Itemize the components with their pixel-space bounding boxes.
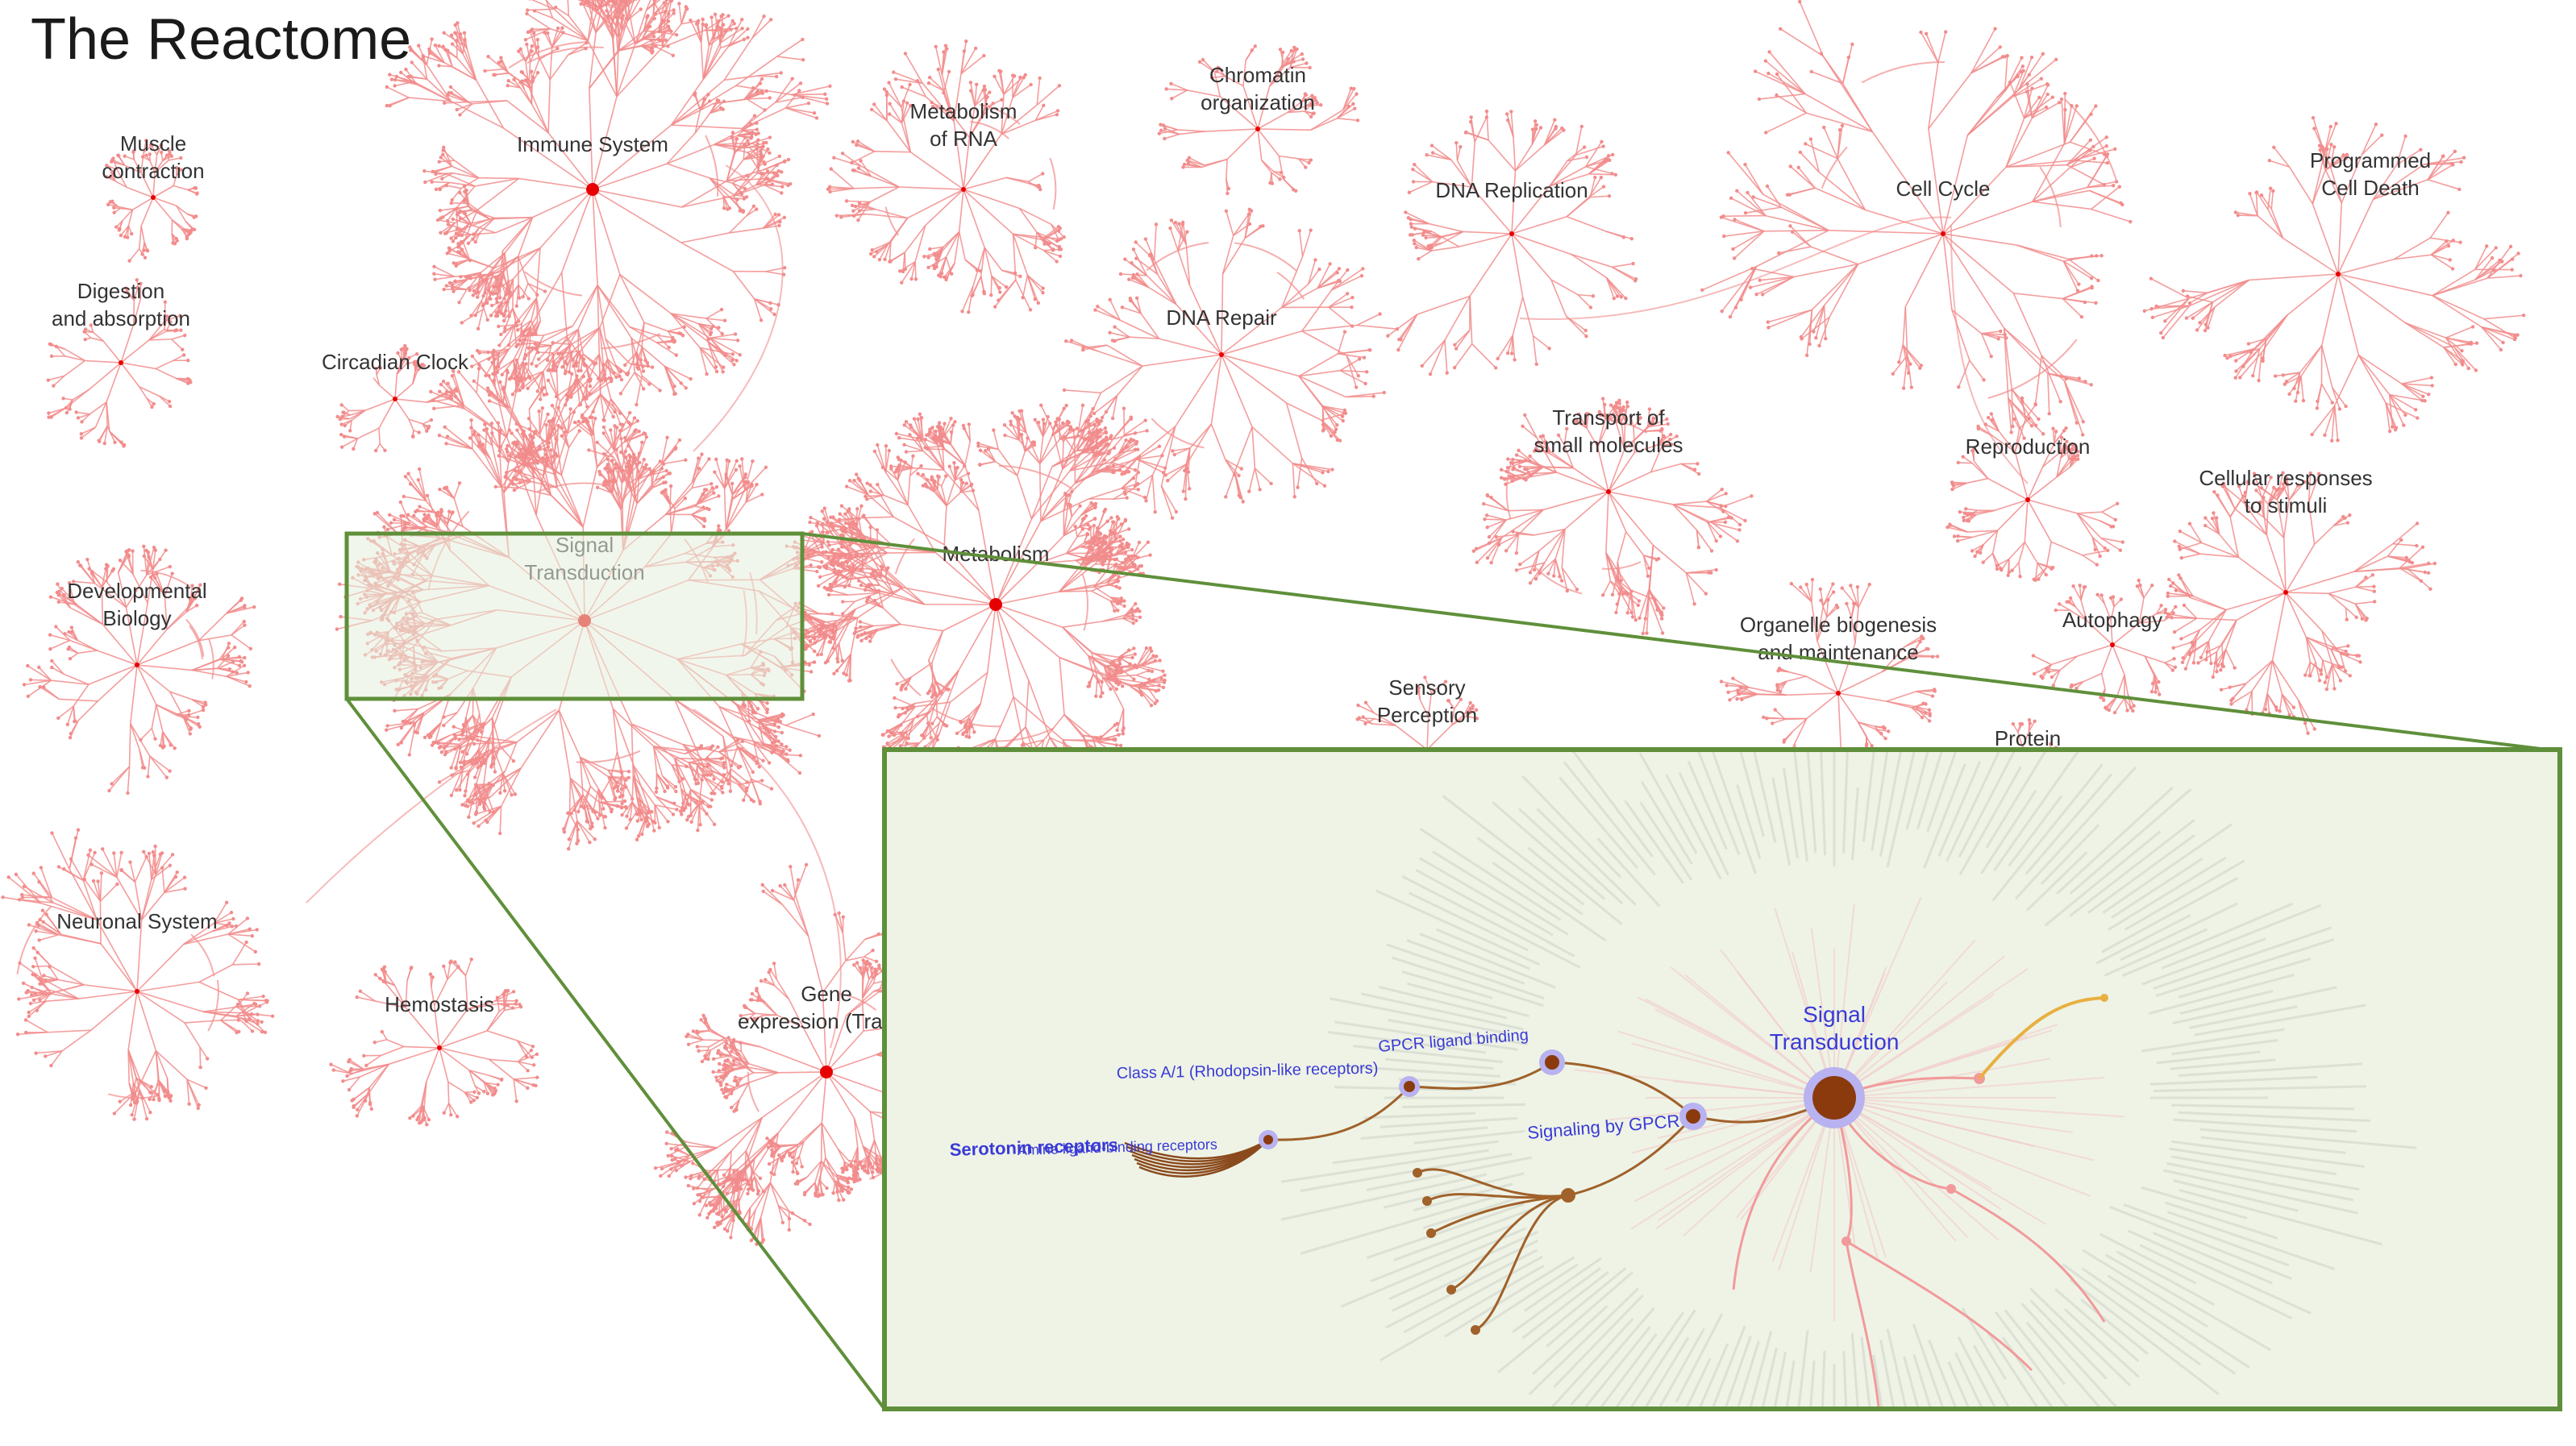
pathway-tree	[1471, 397, 1754, 636]
pathway-tree	[105, 139, 199, 263]
pathway-label: Hemostasis	[385, 992, 494, 1016]
pathway-tree	[2031, 578, 2178, 715]
pathway-label: Reproduction	[1966, 434, 2091, 459]
pathway-tree	[2142, 115, 2526, 443]
pathway-tree	[826, 39, 1066, 314]
pathway-label: Circadian Clock	[322, 350, 469, 374]
pathway-label: DNA Repair	[1166, 305, 1277, 330]
pathway-trees	[1, 0, 2526, 1246]
pathway-tree	[329, 958, 539, 1127]
zoom-source-box	[344, 531, 805, 701]
pathway-tree	[1062, 207, 1400, 520]
pathway-tree	[1, 828, 275, 1121]
pathway-label: Neuronal System	[56, 909, 217, 933]
pathway-tree	[385, 0, 832, 426]
pathway-tree	[335, 343, 459, 453]
pathway-hub-node	[989, 598, 1002, 611]
pathway-tree	[784, 403, 1167, 806]
pathway-tree	[1157, 44, 1360, 196]
pathway-hub-node	[586, 183, 599, 196]
pathway-tree	[22, 544, 256, 796]
pathway-tree	[46, 278, 193, 448]
pathway-tree	[2165, 471, 2437, 735]
page-title: The Reactome	[31, 7, 412, 72]
pathway-tree	[1386, 109, 1638, 376]
pathway-tree	[1946, 396, 2124, 582]
pathway-hub-node	[820, 1066, 833, 1078]
zoom-connector-top	[801, 532, 2561, 753]
pathway-label: Autophagy	[2062, 608, 2162, 632]
pathway-tree	[1700, 0, 2133, 440]
pathway-label: Protein	[1995, 726, 2061, 750]
pathway-label: DNA Replication	[1435, 178, 1588, 202]
zoom-connector-bottom	[345, 697, 886, 1411]
pathway-label: Cell Cycle	[1896, 177, 1990, 201]
pathway-label: Immune System	[517, 132, 668, 156]
